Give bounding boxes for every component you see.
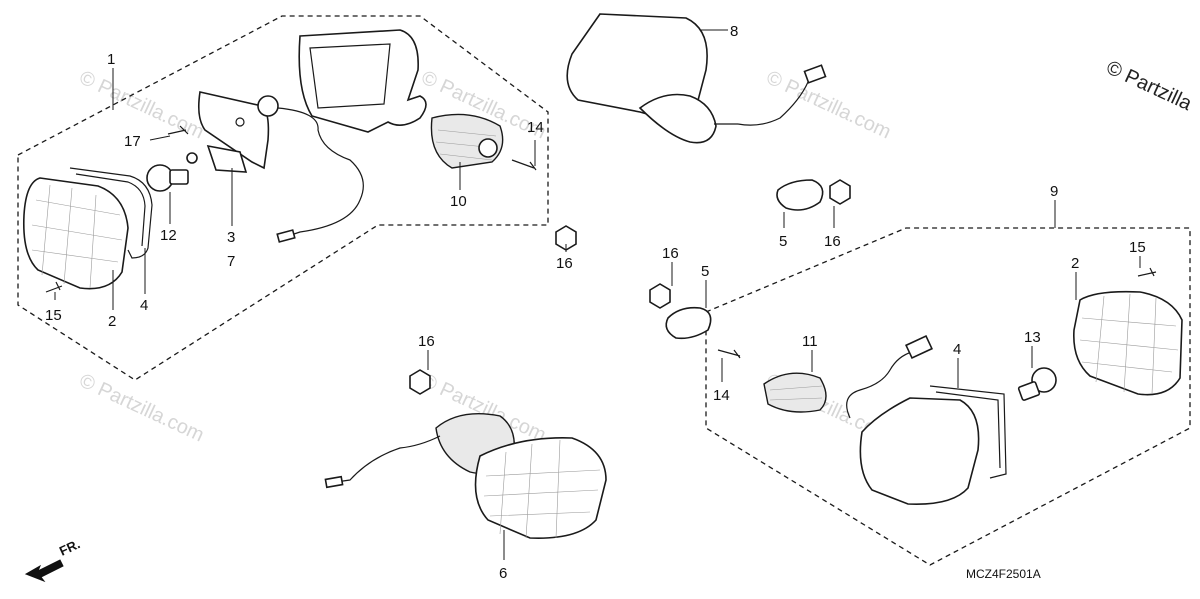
lens-part xyxy=(1073,290,1183,396)
nut-part xyxy=(829,179,851,205)
callout-12: 12 xyxy=(160,227,177,244)
callout-1: 1 xyxy=(107,51,115,68)
callout-4: 4 xyxy=(953,341,961,358)
plate-part xyxy=(665,306,712,340)
callout-9: 9 xyxy=(1050,183,1058,200)
gasket-part xyxy=(929,385,1007,479)
plate-part xyxy=(776,179,824,211)
callout-10: 10 xyxy=(450,193,467,210)
bulb-part xyxy=(146,152,198,192)
callout-8: 8 xyxy=(730,23,738,40)
nut-part xyxy=(555,225,577,251)
callout-5: 5 xyxy=(701,263,709,280)
cover-part xyxy=(763,372,827,413)
housing-part xyxy=(859,397,980,505)
cover-part xyxy=(430,113,504,169)
screw-part xyxy=(1137,267,1157,277)
screw-part xyxy=(717,349,741,359)
housing-part xyxy=(298,29,427,133)
watermark: © Partzilla.com xyxy=(763,67,894,144)
callout-16: 16 xyxy=(662,245,679,262)
nut-part xyxy=(649,283,671,309)
callout-16: 16 xyxy=(418,333,435,350)
callout-6: 6 xyxy=(499,565,507,582)
arrow-left-icon xyxy=(24,559,64,583)
callout-5: 5 xyxy=(779,233,787,250)
callout-15: 15 xyxy=(1129,239,1146,256)
callout-13: 13 xyxy=(1024,329,1041,346)
gasket-part xyxy=(69,167,153,259)
watermark: © Partzilla.com xyxy=(76,370,207,447)
watermark: © Partzilla.com xyxy=(76,67,207,144)
screw-part xyxy=(167,125,189,135)
diagram-code: MCZ4F2501A xyxy=(966,567,1041,581)
callout-14: 14 xyxy=(527,119,544,136)
callout-3: 3 xyxy=(227,229,235,246)
callout-14: 14 xyxy=(713,387,730,404)
turn-signal-assembly-8 xyxy=(566,13,827,144)
connector-part xyxy=(276,229,296,243)
wire-part xyxy=(846,351,913,419)
nut-part xyxy=(409,369,431,395)
callout-17: 17 xyxy=(124,133,141,150)
callout-4: 4 xyxy=(140,297,148,314)
gasket-part-inner xyxy=(935,391,1001,469)
callout-16: 16 xyxy=(824,233,841,250)
callout-16: 16 xyxy=(556,255,573,272)
front-indicator-label: FR. xyxy=(57,536,82,558)
gasket-part-inner xyxy=(75,173,146,247)
wire-part xyxy=(277,107,364,237)
leader-lines xyxy=(54,29,1141,560)
connector-part xyxy=(905,334,933,360)
copyright-label: © Partzilla xyxy=(1103,57,1196,116)
screw-part xyxy=(511,159,537,171)
callout-7: 7 xyxy=(227,253,235,270)
callouts: 1 17 12 2 4 15 3 7 10 14 16 8 5 16 9 16 … xyxy=(45,23,1146,582)
lens-part xyxy=(22,177,129,290)
bulb-part xyxy=(1017,367,1057,401)
turn-signal-assembly-6 xyxy=(324,413,607,539)
assembly-outline-right xyxy=(705,227,1191,566)
assembly-outline-left xyxy=(17,15,549,381)
callout-2: 2 xyxy=(108,313,116,330)
callout-15: 15 xyxy=(45,307,62,324)
callout-2: 2 xyxy=(1071,255,1079,272)
socket-bracket-part xyxy=(198,91,279,173)
callout-11: 11 xyxy=(802,333,818,350)
screw-part xyxy=(45,281,63,293)
